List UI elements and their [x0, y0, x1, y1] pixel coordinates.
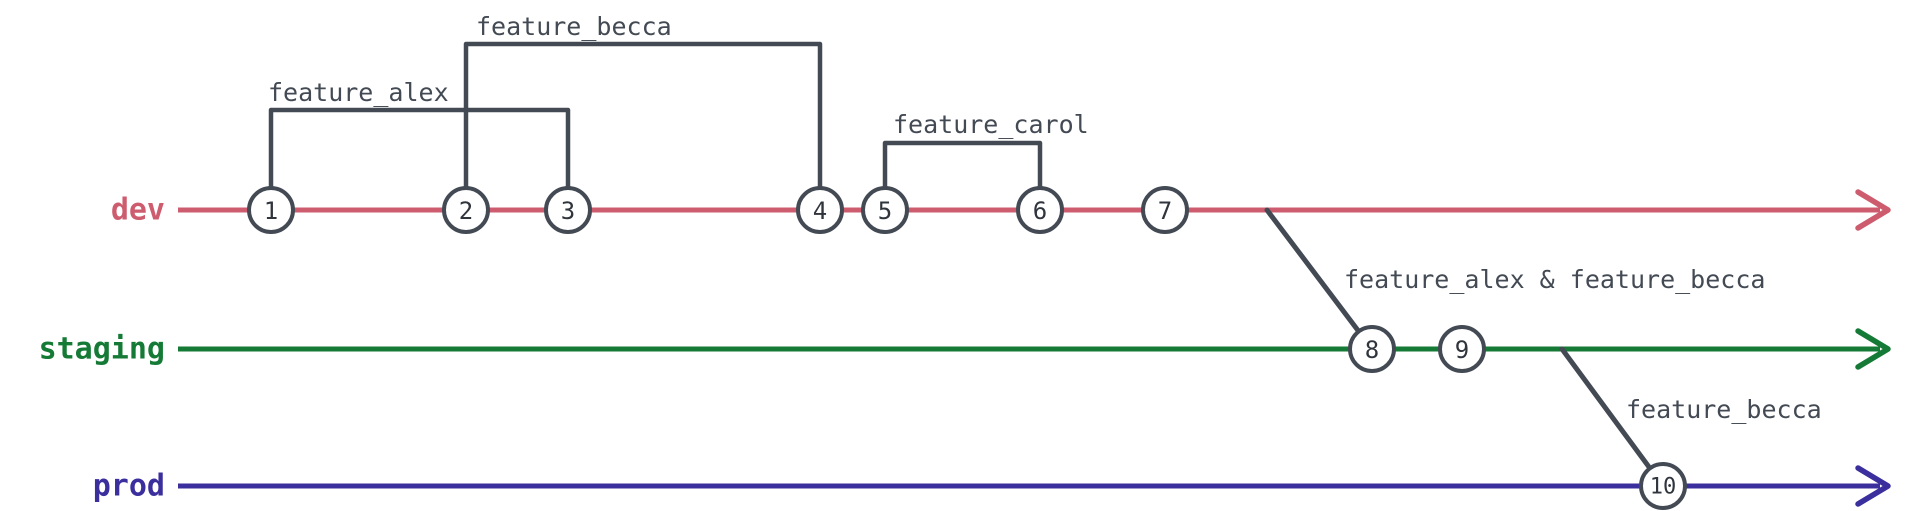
- commit-node-4[interactable]: 4: [796, 186, 844, 234]
- merge-lines-group: feature_alex & feature_becca feature_bec…: [1264, 207, 1822, 489]
- commit-node-10[interactable]: 10: [1639, 462, 1687, 510]
- merge-label-dev-to-staging: feature_alex & feature_becca: [1344, 265, 1765, 294]
- merge-label-staging-to-prod: feature_becca: [1626, 395, 1822, 424]
- commit-circle-7: [1141, 186, 1189, 234]
- commit-node-1[interactable]: 1: [247, 186, 295, 234]
- commit-circle-1: [247, 186, 295, 234]
- feature-bracket-label-alex: feature_alex: [268, 78, 449, 107]
- merge-staging-to-prod[interactable]: feature_becca: [1559, 346, 1822, 489]
- commit-circle-6: [1016, 186, 1064, 234]
- branch-arrow-staging: [1855, 328, 1891, 370]
- branch-arrow-prod: [1855, 465, 1891, 507]
- commit-circle-2: [442, 186, 490, 234]
- feature-brackets-group: feature_becca feature_alex feature_carol: [268, 12, 1089, 188]
- branch-prod[interactable]: prod: [93, 465, 1891, 507]
- commit-label-6: 6: [1033, 197, 1047, 225]
- branch-lines-group: dev staging prod: [39, 189, 1891, 507]
- feature-bracket-feature-carol[interactable]: feature_carol: [882, 110, 1089, 188]
- commit-circle-10: [1639, 462, 1687, 510]
- commit-label-1: 1: [264, 197, 278, 225]
- commit-label-9: 9: [1455, 336, 1469, 364]
- commit-node-5[interactable]: 5: [861, 186, 909, 234]
- feature-bracket-label-carol: feature_carol: [893, 110, 1089, 139]
- commit-label-2: 2: [459, 197, 473, 225]
- branch-staging[interactable]: staging: [39, 328, 1891, 370]
- commit-label-10: 10: [1650, 475, 1677, 500]
- commit-label-5: 5: [878, 197, 892, 225]
- commit-node-3[interactable]: 3: [544, 186, 592, 234]
- feature-bracket-path-becca: [463, 41, 823, 188]
- merge-line-dev-to-staging: [1264, 207, 1375, 352]
- commit-circle-9: [1438, 325, 1486, 373]
- feature-bracket-feature-alex[interactable]: feature_alex: [268, 78, 571, 188]
- commit-circle-8: [1348, 325, 1396, 373]
- commit-label-4: 4: [813, 197, 827, 225]
- feature-bracket-path-carol: [882, 140, 1043, 188]
- commit-label-3: 3: [561, 197, 575, 225]
- branch-label-prod: prod: [93, 469, 165, 504]
- branch-label-dev: dev: [111, 193, 165, 228]
- commit-node-2[interactable]: 2: [442, 186, 490, 234]
- feature-bracket-label-becca: feature_becca: [476, 12, 672, 41]
- branch-arrow-dev: [1855, 189, 1891, 231]
- commit-node-6[interactable]: 6: [1016, 186, 1064, 234]
- commit-node-9[interactable]: 9: [1438, 325, 1486, 373]
- commit-circle-3: [544, 186, 592, 234]
- feature-bracket-feature-becca[interactable]: feature_becca: [463, 12, 823, 188]
- merge-dev-to-staging[interactable]: feature_alex & feature_becca: [1264, 207, 1765, 352]
- commit-circle-5: [861, 186, 909, 234]
- branch-dev[interactable]: dev: [111, 189, 1891, 231]
- feature-bracket-path-alex: [268, 107, 571, 188]
- commit-node-7[interactable]: 7: [1141, 186, 1189, 234]
- merge-line-staging-to-prod: [1559, 346, 1666, 489]
- commit-nodes-group: 1 2 3 4 5 6: [247, 186, 1687, 510]
- commit-circle-4: [796, 186, 844, 234]
- commit-node-8[interactable]: 8: [1348, 325, 1396, 373]
- commit-label-7: 7: [1158, 197, 1172, 225]
- commit-label-8: 8: [1365, 336, 1379, 364]
- branch-label-staging: staging: [39, 332, 165, 367]
